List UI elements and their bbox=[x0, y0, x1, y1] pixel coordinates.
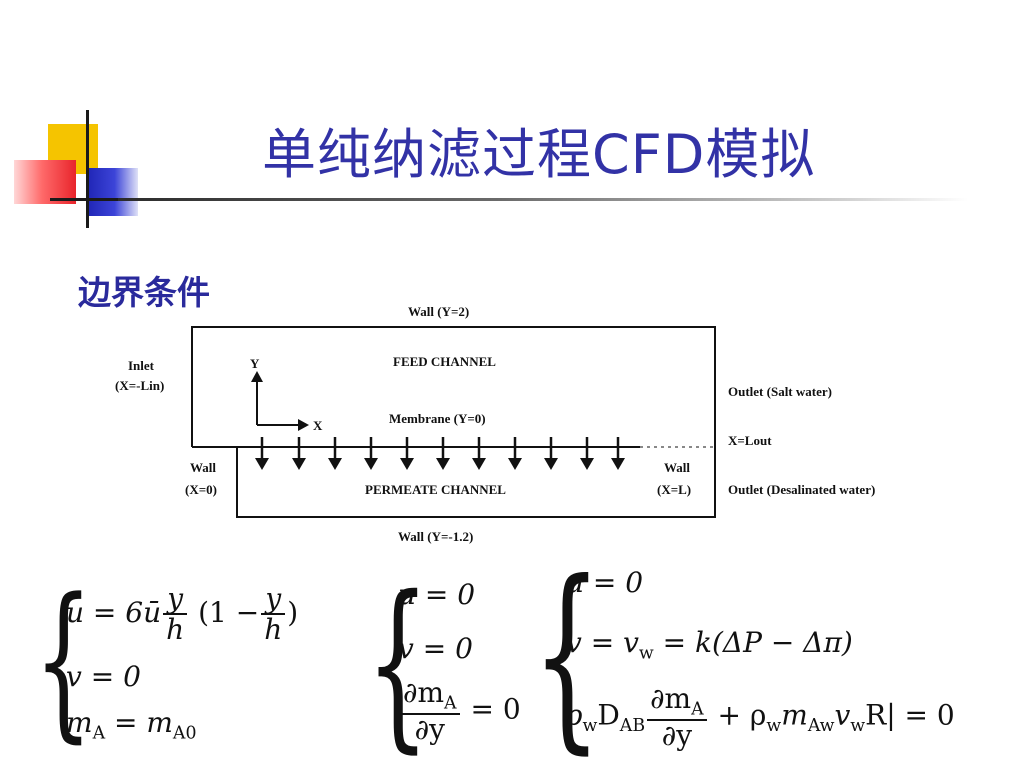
label-inlet: Inlet bbox=[128, 358, 155, 373]
eq-membrane-mass-flux: ρwDAB∂mA∂y + ρwmAwvwR| = 0 bbox=[566, 682, 955, 752]
permeation-arrow bbox=[328, 437, 342, 470]
permeation-arrow bbox=[400, 437, 414, 470]
label-membrane: Membrane (Y=0) bbox=[389, 411, 486, 426]
decor-horizontal-line-left bbox=[50, 198, 120, 201]
label-axis-y: Y bbox=[250, 356, 260, 371]
eq-inlet-mass-fraction: mA = mA0 bbox=[66, 706, 197, 744]
permeation-arrow bbox=[508, 437, 522, 470]
eq-inlet-velocity-v: v = 0 bbox=[66, 660, 141, 693]
label-wall-right-position: (X=L) bbox=[657, 482, 691, 497]
brace-inlet: { bbox=[34, 562, 93, 758]
permeation-arrow bbox=[255, 437, 269, 470]
brace-membrane: { bbox=[532, 539, 602, 772]
brace-wall: { bbox=[366, 557, 430, 769]
permeation-arrows bbox=[255, 437, 625, 470]
label-wall-left-position: (X=0) bbox=[185, 482, 217, 497]
label-axis-x: X bbox=[313, 418, 323, 433]
permeate-channel-outline bbox=[236, 447, 716, 518]
axis-x-arrow bbox=[257, 419, 309, 431]
eq-wall-velocity-v: v = 0 bbox=[398, 632, 473, 665]
axis-y-arrow bbox=[251, 371, 263, 425]
permeation-arrow bbox=[544, 437, 558, 470]
feed-channel-outline bbox=[191, 326, 716, 447]
eq-wall-mass-gradient: ∂mA∂y = 0 bbox=[398, 678, 521, 744]
label-wall-right: Wall bbox=[664, 460, 690, 475]
eq-membrane-velocity-v: v = vw = k(ΔP − Δπ) bbox=[566, 626, 853, 664]
label-outlet-desalinated: Outlet (Desalinated water) bbox=[728, 482, 875, 497]
permeation-arrow bbox=[611, 437, 625, 470]
channel-diagram: Wall (Y=2) Inlet (X=-Lin) Y X FEED CHANN… bbox=[115, 304, 875, 544]
eq-membrane-velocity-u: u = 0 bbox=[566, 566, 644, 599]
permeation-arrow bbox=[472, 437, 486, 470]
label-wall-left: Wall bbox=[190, 460, 216, 475]
permeation-arrow bbox=[364, 437, 378, 470]
label-outlet-salt: Outlet (Salt water) bbox=[728, 384, 832, 399]
decor-blue-square bbox=[86, 168, 138, 216]
permeation-arrow bbox=[436, 437, 450, 470]
permeation-arrow bbox=[580, 437, 594, 470]
permeation-arrow bbox=[292, 437, 306, 470]
label-inlet-position: (X=-Lin) bbox=[115, 378, 164, 393]
label-x-lout: X=Lout bbox=[728, 433, 772, 448]
eq-wall-velocity-u: u = 0 bbox=[398, 578, 476, 611]
label-wall-top: Wall (Y=2) bbox=[408, 304, 469, 319]
decor-vertical-line bbox=[86, 110, 89, 228]
label-feed-channel: FEED CHANNEL bbox=[393, 354, 496, 369]
decor-red-square bbox=[14, 160, 76, 204]
label-permeate-channel: PERMEATE CHANNEL bbox=[365, 482, 506, 497]
slide-title: 单纯纳滤过程CFD模拟 bbox=[262, 123, 816, 186]
label-wall-bottom: Wall (Y=-1.2) bbox=[398, 529, 473, 544]
slide-subtitle: 边界条件 bbox=[78, 273, 210, 312]
title-underline bbox=[118, 198, 968, 201]
